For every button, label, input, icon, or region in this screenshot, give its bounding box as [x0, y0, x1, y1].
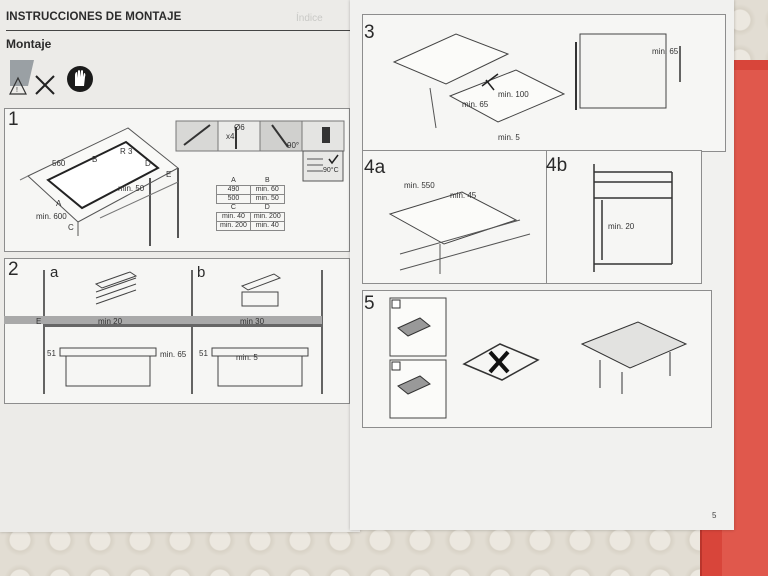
step-2-E: E: [36, 317, 42, 326]
step-4b-diagram: [593, 164, 673, 272]
drill-count: x4: [226, 132, 235, 141]
dim-560: 560: [52, 159, 66, 168]
step-3-min65: min. 65: [462, 100, 489, 109]
heat-box: [302, 150, 344, 182]
dim-A: A: [56, 199, 62, 208]
dim-min50: min. 50: [118, 184, 145, 193]
step-2-min30: min 30: [240, 317, 265, 326]
table-cell: A: [231, 176, 236, 184]
dim-B: B: [92, 155, 98, 164]
step-2b-label: b: [197, 264, 206, 281]
table-cell: min. 60: [249, 184, 285, 195]
page-number: 5: [712, 511, 717, 520]
step-3-min100: min. 100: [498, 90, 529, 99]
step-3-diagram: [392, 33, 681, 129]
dim-R3: R 3: [120, 147, 133, 156]
angle-label: 90°: [287, 141, 300, 150]
step-5-number: 5: [364, 293, 375, 314]
step-2-diagram: [4, 270, 323, 394]
step-5-diagram: [389, 297, 688, 419]
step-2-panel: [4, 258, 350, 404]
step-2-number: 2: [8, 259, 19, 280]
step-3-min5: min. 5: [498, 133, 520, 142]
heat-label: 90°C: [323, 167, 339, 174]
tools-strip: [175, 120, 345, 152]
bleed-through-text: [400, 440, 680, 449]
section-subtitle: Montaje: [6, 37, 52, 51]
table-cell: B: [264, 176, 270, 184]
table-cell: C: [230, 204, 236, 211]
table-cell: min. 40: [249, 220, 285, 231]
table-cell: min. 200: [249, 211, 285, 222]
step-4b-number: 4b: [546, 155, 568, 176]
table-cell: 500: [216, 193, 251, 204]
step-2a-label: a: [50, 264, 59, 281]
table-cell: min. 200: [216, 220, 251, 231]
page-title: INSTRUCCIONES DE MONTAJE: [6, 11, 182, 23]
step-2-min5: min. 5: [236, 353, 258, 362]
step-2-min20: min 20: [98, 317, 123, 326]
step-1-number: 1: [8, 109, 19, 130]
gloves-icon: [67, 66, 93, 92]
dim-min600: min. 600: [36, 212, 67, 221]
ghost-heading: Índice: [296, 13, 323, 24]
left-page: INSTRUCCIONES DE MONTAJE Índice Montaje …: [0, 0, 360, 532]
drill-diameter: Ø6: [234, 123, 245, 132]
step-3-number: 3: [364, 22, 375, 43]
step-4a-number: 4a: [364, 157, 386, 178]
dim-E: E: [166, 170, 172, 179]
step-4a-min45: min. 45: [450, 191, 477, 200]
step-3-min65-right: min. 65: [652, 47, 679, 56]
dim-C: C: [68, 223, 74, 232]
right-page: 3 min. 100 min. 65 min. 5 min. 65 4a min…: [350, 0, 734, 530]
table-cell: min. 50: [249, 193, 285, 204]
title-rule: [6, 30, 350, 31]
table-cell: D: [264, 204, 270, 211]
warning-cutting-icon: !: [9, 60, 55, 95]
step-2-51a: 51: [47, 349, 56, 358]
step-2-min65: min. 65: [160, 350, 187, 359]
step-4b-min20: min. 20: [608, 222, 635, 231]
bleed-through-text: [20, 430, 320, 439]
table-cell: 490: [216, 184, 251, 195]
step-1-diagram: [19, 127, 179, 246]
dim-D: D: [145, 159, 151, 168]
step-2-51b: 51: [199, 349, 208, 358]
svg-text:!: !: [16, 87, 18, 94]
step-4a-min550: min. 550: [404, 181, 435, 190]
table-cell: min. 40: [216, 211, 251, 222]
step-4a-diagram: [388, 191, 531, 274]
